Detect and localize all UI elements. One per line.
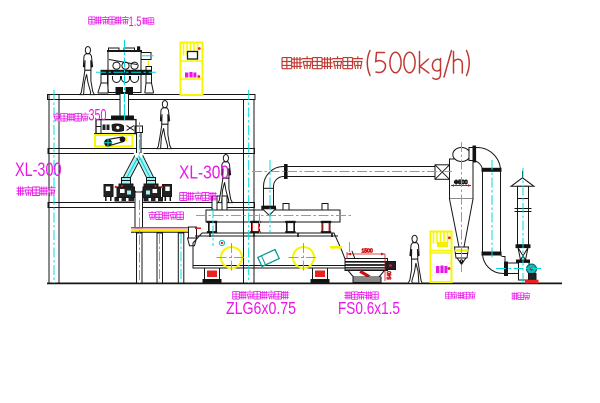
svg-text:XL-300: XL-300 xyxy=(15,160,62,181)
svg-text:1.5: 1.5 xyxy=(129,13,142,29)
svg-text:Φ500: Φ500 xyxy=(454,180,468,186)
svg-text:1500: 1500 xyxy=(362,249,373,255)
svg-text:350: 350 xyxy=(89,107,107,125)
svg-text:FS0.6x1.5: FS0.6x1.5 xyxy=(338,298,400,318)
svg-text:ZLG6x0.75: ZLG6x0.75 xyxy=(226,298,296,318)
svg-text:540: 540 xyxy=(387,271,393,280)
svg-text:XL-300: XL-300 xyxy=(179,163,229,183)
